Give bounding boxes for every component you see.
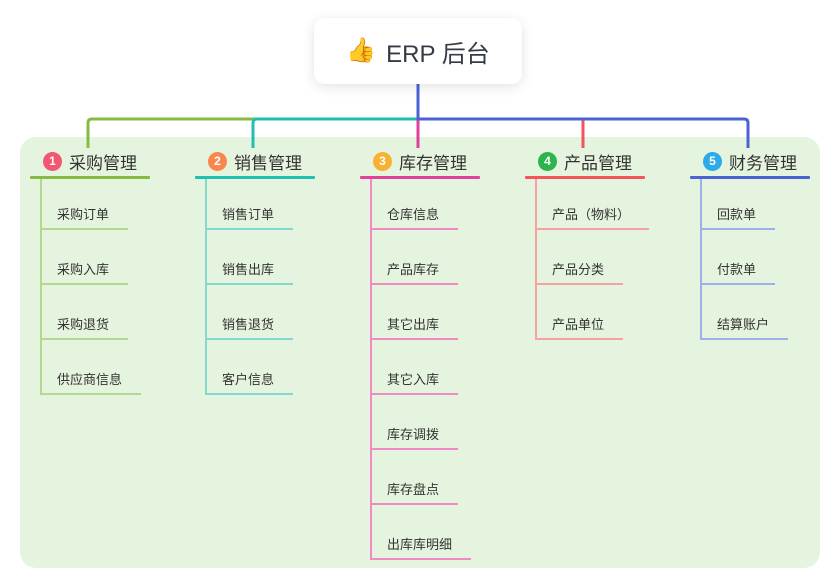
leaf-underline — [370, 393, 458, 395]
leaf-node[interactable]: 付款单 — [717, 262, 757, 277]
leaf-underline — [40, 228, 128, 230]
branch-underline — [690, 176, 810, 179]
leaf-node[interactable]: 库存盘点 — [387, 482, 440, 497]
leaf-node[interactable]: 采购订单 — [57, 207, 110, 222]
leaf-node[interactable]: 结算账户 — [717, 317, 770, 332]
leaf-node[interactable]: 出库库明细 — [387, 537, 453, 552]
leaf-underline — [535, 338, 623, 340]
branch-child-connector — [535, 179, 537, 340]
leaf-underline — [205, 393, 293, 395]
branch-head-5[interactable]: 5 财务管理 — [690, 149, 810, 173]
leaf-node[interactable]: 销售出库 — [222, 262, 275, 277]
branch-number-badge: 4 — [538, 151, 557, 171]
leaf-underline — [370, 283, 458, 285]
leaf-node[interactable]: 产品单位 — [552, 317, 605, 332]
leaf-underline — [370, 558, 471, 560]
leaf-node[interactable]: 其它入库 — [387, 372, 440, 387]
leaf-underline — [700, 283, 775, 285]
leaf-node[interactable]: 其它出库 — [387, 317, 440, 332]
branch-label: 销售管理 — [234, 153, 302, 173]
branch-head-3[interactable]: 3 库存管理 — [360, 149, 480, 173]
leaf-node[interactable]: 供应商信息 — [57, 372, 123, 387]
leaf-node[interactable]: 产品（物料） — [552, 207, 631, 222]
leaf-underline — [205, 228, 293, 230]
leaf-underline — [370, 448, 458, 450]
branch-underline — [195, 176, 315, 179]
branch-label: 采购管理 — [69, 153, 137, 173]
branch-number-badge: 1 — [43, 151, 62, 171]
branch-label: 财务管理 — [729, 153, 797, 173]
root-node-erp[interactable]: 👍 ERP 后台 — [314, 18, 522, 84]
leaf-underline — [205, 283, 293, 285]
leaf-node[interactable]: 产品库存 — [387, 262, 440, 277]
branch-number-badge: 5 — [703, 151, 722, 171]
leaf-underline — [370, 338, 458, 340]
leaf-underline — [205, 338, 293, 340]
branch-underline — [360, 176, 480, 179]
root-label: ERP 后台 — [386, 40, 490, 68]
leaf-node[interactable]: 销售订单 — [222, 207, 275, 222]
leaf-underline — [700, 338, 788, 340]
thumbs-up-icon: 👍 — [346, 37, 377, 64]
leaf-underline — [40, 283, 128, 285]
leaf-node[interactable]: 回款单 — [717, 207, 757, 222]
leaf-node[interactable]: 销售退货 — [222, 317, 275, 332]
leaf-node[interactable]: 客户信息 — [222, 372, 275, 387]
branch-head-1[interactable]: 1 采购管理 — [30, 149, 150, 173]
branches-panel — [20, 137, 820, 568]
branch-underline — [525, 176, 645, 179]
leaf-node[interactable]: 库存调拨 — [387, 427, 440, 442]
leaf-underline — [700, 228, 775, 230]
leaf-node[interactable]: 产品分类 — [552, 262, 605, 277]
branch-head-4[interactable]: 4 产品管理 — [525, 149, 645, 173]
branch-child-connector — [205, 179, 207, 395]
leaf-underline — [370, 228, 458, 230]
branch-number-badge: 2 — [208, 151, 227, 171]
leaf-node[interactable]: 采购入库 — [57, 262, 110, 277]
leaf-underline — [40, 393, 141, 395]
branch-head-2[interactable]: 2 销售管理 — [195, 149, 315, 173]
leaf-underline — [535, 228, 649, 230]
branch-label: 库存管理 — [399, 153, 467, 173]
branch-child-connector — [370, 179, 372, 560]
branch-label: 产品管理 — [564, 153, 632, 173]
leaf-node[interactable]: 采购退货 — [57, 317, 110, 332]
branch-child-connector — [40, 179, 42, 395]
leaf-underline — [40, 338, 128, 340]
leaf-node[interactable]: 仓库信息 — [387, 207, 440, 222]
leaf-underline — [535, 283, 623, 285]
leaf-underline — [370, 503, 458, 505]
branch-child-connector — [700, 179, 702, 340]
branch-underline — [30, 176, 150, 179]
branch-number-badge: 3 — [373, 151, 392, 171]
